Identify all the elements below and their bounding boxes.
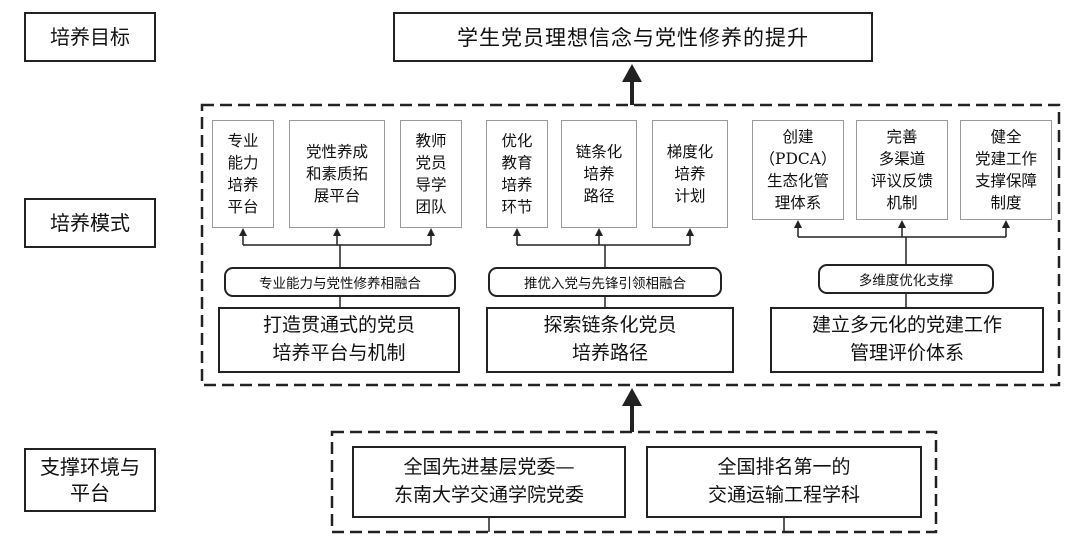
arrowhead-1 <box>239 228 247 236</box>
group-2-item-1: 优化 教育 培养 环节 <box>486 120 548 228</box>
group-3-main: 建立多元化的党建工作 管理评价体系 <box>770 307 1044 373</box>
group-2-item-2: 链条化 培养 路径 <box>561 120 637 228</box>
goal-box: 学生党员理想信念与党性修养的提升 <box>393 12 873 62</box>
row-label-mode: 培养模式 <box>24 198 156 248</box>
group-3-item-3: 健全 党建工作 支撑保障 制度 <box>960 120 1052 220</box>
arrowhead-1 <box>794 220 802 228</box>
group-3-item-2: 完善 多渠道 评议反馈 机制 <box>856 120 948 220</box>
support-item-1: 全国先进基层党委— 东南大学交通学院党委 <box>352 446 626 518</box>
group-3-connectors <box>794 220 1010 307</box>
arrowhead-3 <box>427 228 435 236</box>
arrowhead-2 <box>898 220 906 228</box>
arrowhead-1 <box>513 228 521 236</box>
group-1-connectors <box>239 228 435 307</box>
group-2-connectors <box>513 228 694 307</box>
group-1-pill: 专业能力与党性修养相融合 <box>224 267 456 297</box>
row-label-support: 支撑环境与 平台 <box>24 448 156 512</box>
support-item-2: 全国排名第一的 交通运输工程学科 <box>646 446 922 518</box>
group-1-main: 打造贯通式的党员 培养平台与机制 <box>218 307 460 373</box>
group-1-item-1: 专业 能力 培养 平台 <box>212 120 274 228</box>
group-1-item-2: 党性养成 和素质拓 展平台 <box>289 120 385 228</box>
arrow-mode-to-goal <box>622 64 642 105</box>
group-2-main: 探索链条化党员 培养路径 <box>486 307 734 373</box>
arrowhead-3 <box>686 228 694 236</box>
support-dashed-frame <box>330 430 938 534</box>
mode-dashed-frame <box>200 103 1061 387</box>
group-2-pill: 推优入党与先锋引领相融合 <box>488 267 722 297</box>
arrow-support-to-mode <box>622 388 642 432</box>
group-2-item-3: 梯度化 培养 计划 <box>652 120 728 228</box>
group-3-pill: 多维度优化支撑 <box>818 264 994 294</box>
arrowhead-3 <box>1002 220 1010 228</box>
arrowhead-2 <box>333 228 341 236</box>
group-1-item-3: 教师 党员 导学 团队 <box>400 120 462 228</box>
group-3-item-1: 创建 （PDCA） 生态化管 理体系 <box>752 120 844 220</box>
row-label-goal: 培养目标 <box>24 12 156 62</box>
arrowhead-2 <box>595 228 603 236</box>
